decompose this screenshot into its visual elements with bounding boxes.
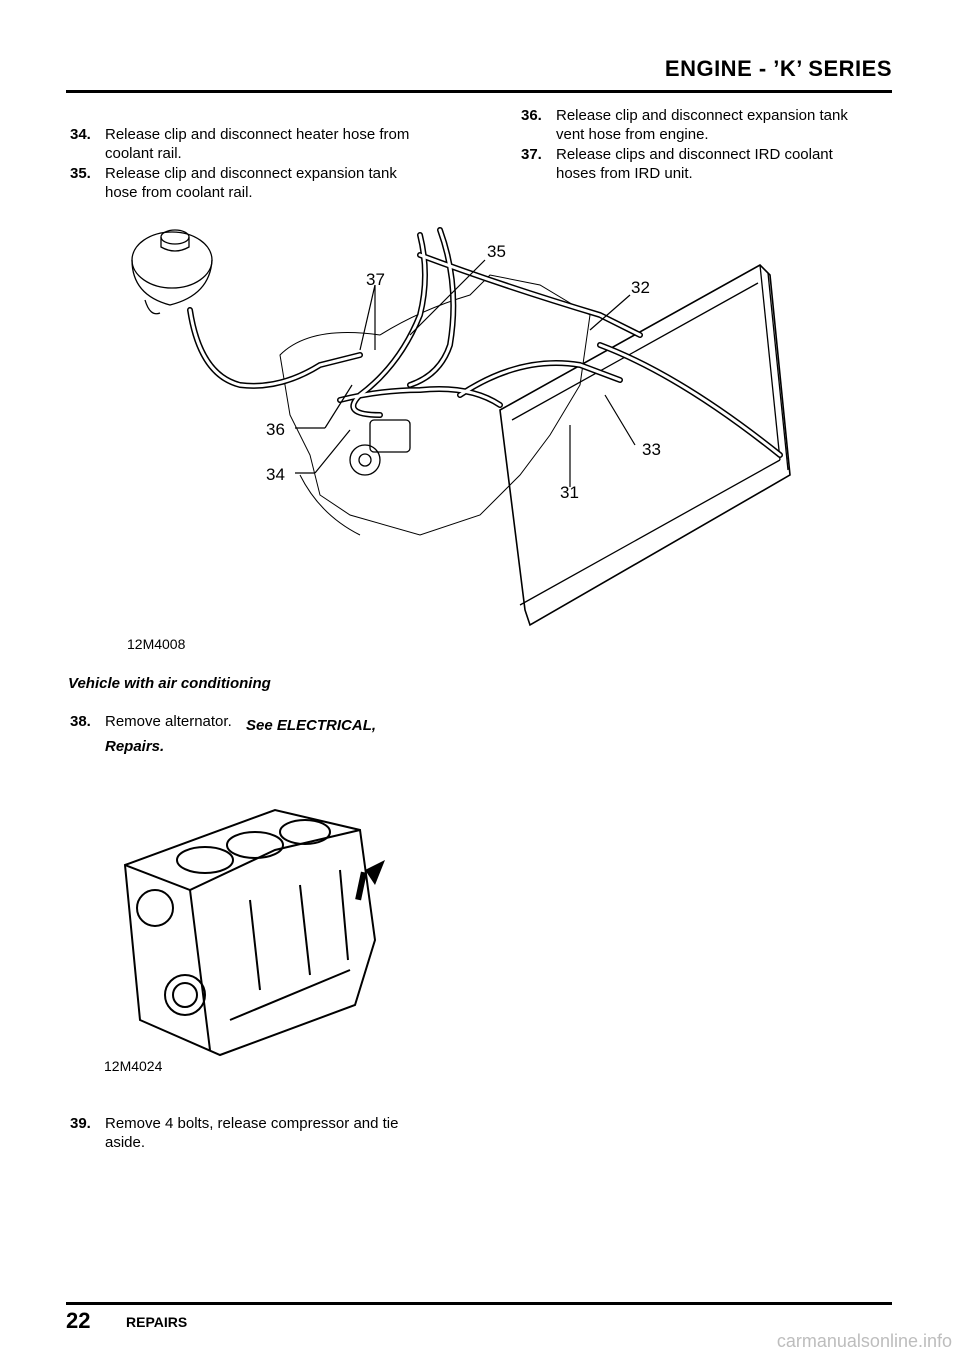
callout-32: 32 [631,278,650,297]
callout-33: 33 [642,440,661,459]
step-text-line1: Release clips and disconnect IRD coolant [556,146,833,163]
section-caption: Vehicle with air conditioning [68,675,271,692]
callout-31: 31 [560,483,579,502]
callout-34: 34 [266,465,285,484]
step-39: 39. Remove 4 bolts, release compressor a… [70,1114,470,1154]
step-number: 37. [521,146,542,163]
step-text-line2: hoses from IRD unit. [556,165,693,182]
figure-code-12M4008: 12M4008 [127,636,186,652]
step-number: 38. [70,713,91,728]
step-text: Remove alternator. [105,713,232,728]
step-text-line1: Release clip and disconnect expansion ta… [556,107,848,124]
page-number: 22 [66,1308,91,1333]
step-37: 37. Release clips and disconnect IRD coo… [521,145,901,185]
step-number: 34. [70,126,91,143]
step-35: 35. Release clip and disconnect expansio… [70,164,470,197]
step-38-reference-line2: Repairs. [105,738,165,755]
watermark: carmanualsonline.info [776,1331,952,1351]
header-rule [66,90,892,93]
step-number: 39. [70,1115,91,1132]
footer-rule [66,1302,892,1305]
step-36: 36. Release clip and disconnect expansio… [521,106,901,146]
step-text-line1: Release clip and disconnect expansion ta… [105,165,397,182]
step-text-line1: Release clip and disconnect heater hose … [105,126,410,143]
step-38: 38. Remove alternator. [70,712,430,728]
step-text-line2: vent hose from engine. [556,126,709,143]
figure-code-12M4024: 12M4024 [104,1058,163,1074]
callout-37: 37 [366,270,385,289]
footer-section-label: REPAIRS [126,1314,188,1330]
cooling-system-illustration: 35 37 32 36 33 34 31 [131,227,791,627]
engine-block-illustration [123,808,385,1057]
step-text-line2: hose from coolant rail. [105,184,253,197]
step-text-line2: coolant rail. [105,145,182,162]
step-text-line1: Remove 4 bolts, release compressor and t… [105,1115,399,1132]
step-number: 35. [70,165,91,182]
step-number: 36. [521,107,542,124]
callout-36: 36 [266,420,285,439]
step-38-reference: See ELECTRICAL, [246,717,377,734]
step-text-line2: aside. [105,1134,146,1151]
page-header-title: ENGINE - ’K’ SERIES [664,56,892,81]
step-34: 34. Release clip and disconnect heater h… [70,125,470,165]
callout-35: 35 [487,242,506,261]
